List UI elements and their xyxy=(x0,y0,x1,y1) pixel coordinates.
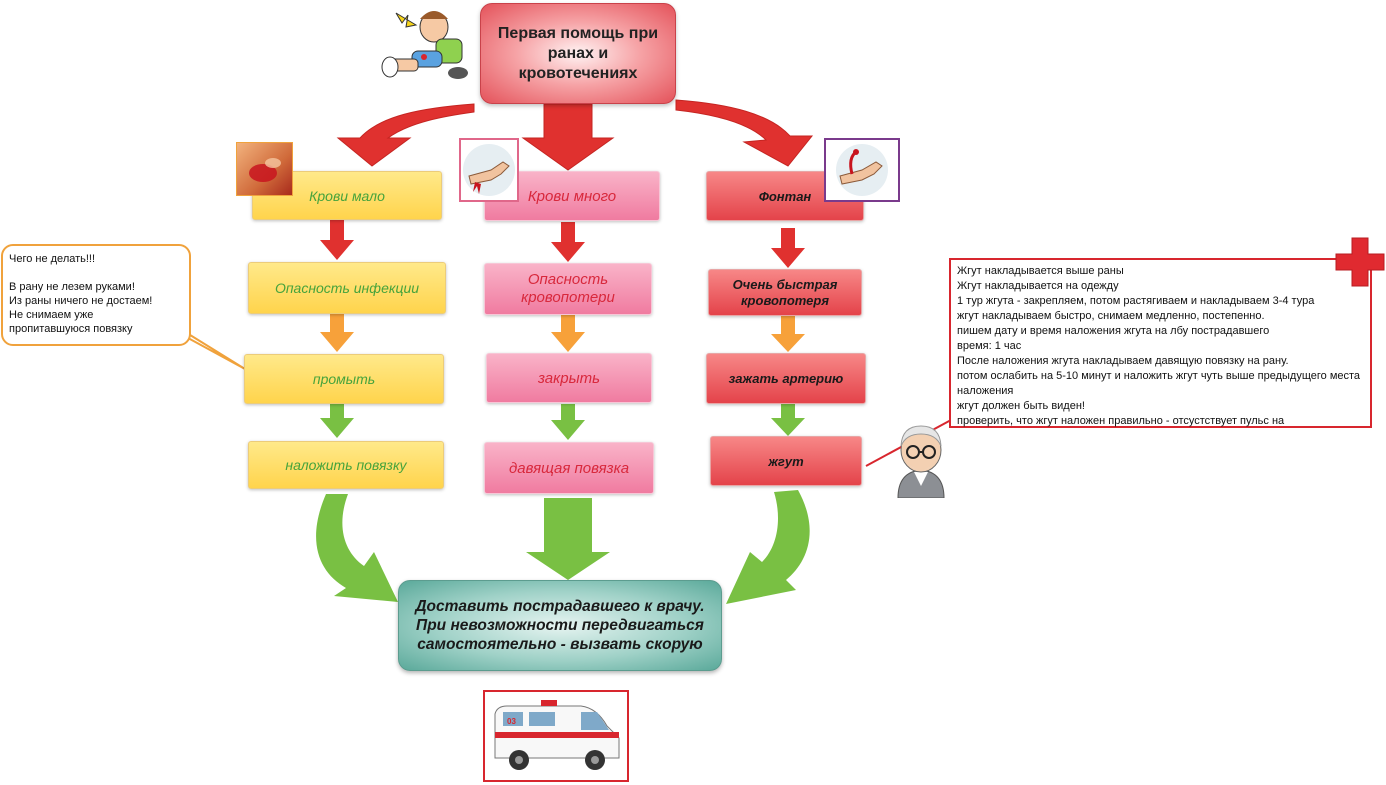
node-clamp-artery: зажать артерию xyxy=(706,353,866,404)
node-infection-risk: Опасность инфекции xyxy=(248,262,446,314)
arrow-c3-2 xyxy=(771,316,805,352)
medical-cross-icon xyxy=(1335,237,1385,287)
arrow-c2-1 xyxy=(551,222,585,262)
callout-left-line-4: Из раны ничего не достаем! xyxy=(9,295,153,307)
arrow-c3-1 xyxy=(771,228,805,268)
title-node: Первая помощь при ранах и кровотечениях xyxy=(480,3,676,104)
bleeding-arm-icon xyxy=(459,138,519,202)
node-infection-risk-label: Опасность инфекции xyxy=(274,280,420,296)
title-text: Первая помощь при ранах и кровотечениях xyxy=(497,24,659,82)
arrow-right-to-final xyxy=(726,490,810,604)
arrow-left-to-final xyxy=(316,494,398,602)
callout-right-line-5: пишем дату и время наложения жгута на лб… xyxy=(957,325,1270,337)
arrow-root-to-right xyxy=(675,99,814,167)
arterial-bleeding-icon xyxy=(824,138,900,202)
node-rapid-blood-loss: Очень быстрая кровопотеря xyxy=(708,269,862,316)
node-close-label: закрыть xyxy=(538,369,600,387)
node-pressure-bandage-label: давящая повязка xyxy=(508,459,630,477)
final-line-3: самостоятельно - вызвать скорую xyxy=(417,636,703,653)
callout-right-line-8: потом ослабить на 5-10 минут и наложить … xyxy=(957,370,1361,397)
node-apply-bandage-label: наложить повязку xyxy=(285,457,407,473)
arrow-c1-3 xyxy=(320,404,354,438)
ambulance-image: 03 xyxy=(483,690,629,782)
node-little-blood-label: Крови мало xyxy=(309,187,385,204)
arrow-root-to-left xyxy=(336,103,475,167)
injured-child-image xyxy=(378,5,476,83)
final-line-1: Доставить пострадавшего к врачу. xyxy=(415,598,705,615)
callout-right-line-7: После наложения жгута накладываем давящу… xyxy=(957,355,1289,367)
doctor-image xyxy=(890,420,952,498)
callout-left-line-6: пропитавшуюся повязку xyxy=(9,323,133,335)
arrow-c1-2 xyxy=(320,314,354,352)
node-tourniquet: жгут xyxy=(710,436,862,486)
ambulance-number: 03 xyxy=(507,717,516,726)
callout-left-line-5: Не снимаем уже xyxy=(9,309,94,321)
node-tourniquet-label: жгут xyxy=(768,453,804,469)
callout-left-line-2 xyxy=(9,266,183,280)
callout-right-line-2: Жгут накладывается на одежду xyxy=(957,280,1119,292)
node-blood-loss-risk: Опасность кровопотери xyxy=(484,263,652,315)
what-not-to-do-callout: Чего не делать!!! В рану не лезем руками… xyxy=(1,244,191,346)
arrow-c2-3 xyxy=(551,404,585,440)
callout-right-line-9: жгут должен быть виден! xyxy=(957,400,1085,412)
callout-left-pointer xyxy=(181,329,246,370)
node-close: закрыть xyxy=(486,353,652,403)
node-rinse: промыть xyxy=(244,354,444,404)
callout-right-line-4: жгут накладываем быстро, снимаем медленн… xyxy=(957,310,1265,322)
node-clamp-artery-label: зажать артерию xyxy=(728,371,844,386)
node-much-blood: Крови много xyxy=(484,171,660,221)
arrow-c3-3 xyxy=(771,404,805,436)
arrow-c2-2 xyxy=(551,314,585,352)
callout-left-line-1: Чего не делать!!! xyxy=(9,253,96,265)
final-text: Доставить пострадавшего к врачу. При нев… xyxy=(415,597,704,654)
final-line-2: При невозможности передвигаться xyxy=(416,617,704,634)
node-blood-loss-risk-label: Опасность кровопотери xyxy=(521,271,615,306)
node-much-blood-label: Крови много xyxy=(527,187,617,205)
callout-right-line-6: время: 1 час xyxy=(957,340,1022,352)
node-pressure-bandage: давящая повязка xyxy=(484,442,654,494)
arrow-c1-1 xyxy=(320,220,354,260)
final-node: Доставить пострадавшего к врачу. При нев… xyxy=(398,580,722,671)
callout-right-line-1: Жгут накладывается выше раны xyxy=(957,265,1124,277)
callout-right-line-3: 1 тур жгута - закрепляем, потом растягив… xyxy=(957,295,1315,307)
callout-left-line-3: В рану не лезем руками! xyxy=(9,281,135,293)
node-rinse-label: промыть xyxy=(312,371,376,387)
wound-photo xyxy=(236,142,293,196)
callout-right-line-10: проверить, что жгут наложен правильно - … xyxy=(957,415,1285,427)
node-apply-bandage: наложить повязку xyxy=(248,441,444,489)
node-fountain-label: Фонтан xyxy=(758,188,812,204)
arrow-root-to-middle xyxy=(521,103,615,171)
node-rapid-blood-loss-label: Очень быстрая кровопотеря xyxy=(732,276,838,308)
tourniquet-notes-callout: Жгут накладывается выше раны Жгут наклад… xyxy=(949,258,1372,428)
arrow-middle-to-final xyxy=(526,498,610,580)
